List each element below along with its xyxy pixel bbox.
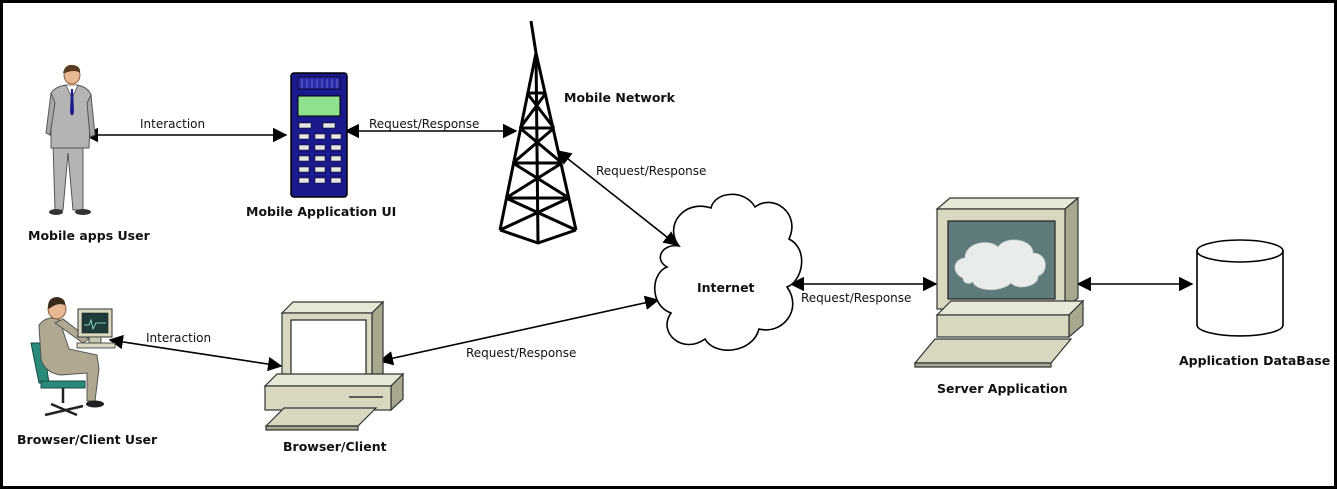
edge-label-client-internet: Request/Response <box>466 346 577 360</box>
node-label-browser-client: Browser/Client <box>283 439 387 454</box>
mobile-phone-icon <box>290 72 348 198</box>
node-label-internet: Internet <box>697 280 755 295</box>
database-cylinder-icon <box>1196 239 1284 337</box>
edge-label-internet-server: Request/Response <box>801 291 912 305</box>
mobile-user-icon <box>45 64 96 215</box>
node-label-mobile-network: Mobile Network <box>564 90 675 105</box>
client-computer-icon <box>263 300 405 431</box>
connector-client-internet <box>378 295 660 366</box>
node-label-application-database: Application DataBase <box>1179 353 1331 368</box>
node-label-server-application: Server Application <box>937 381 1068 396</box>
cell-tower-icon <box>498 20 578 245</box>
edge-label-browser-user-client: Interaction <box>146 331 212 345</box>
connector-network-internet <box>556 150 679 246</box>
internet-cloud-icon <box>654 193 803 351</box>
connector-browser-user-client <box>108 334 283 372</box>
edge-label-mobile-user-ui: Interaction <box>140 117 206 131</box>
edge-label-ui-network: Request/Response <box>369 117 480 131</box>
node-label-browser-client-user: Browser/Client User <box>17 432 158 447</box>
edge-label-network-internet: Request/Response <box>596 164 707 178</box>
server-computer-icon <box>913 196 1085 368</box>
browser-user-icon <box>30 297 116 417</box>
node-label-mobile-user: Mobile apps User <box>28 228 150 243</box>
node-label-mobile-app-ui: Mobile Application UI <box>246 204 397 219</box>
